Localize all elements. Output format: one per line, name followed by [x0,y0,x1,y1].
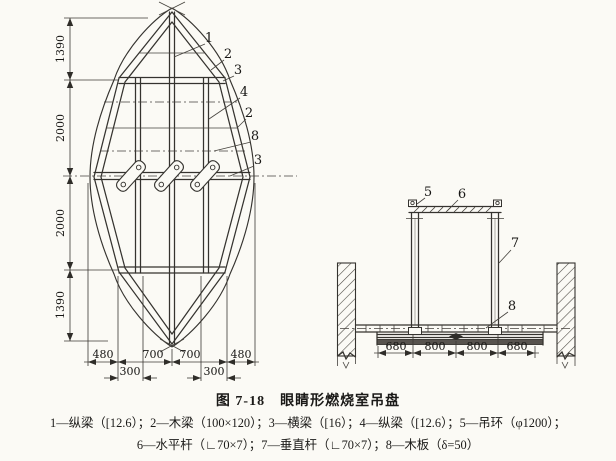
dim-label: 700 [143,348,164,361]
callout-label: 4 [240,85,248,100]
front-view-callouts: 1 2 3 4 2 8 3 [173,31,262,177]
callout-label: 2 [245,106,253,121]
eye-edge-members [93,11,251,345]
callout-label: 3 [234,63,242,78]
wall-left [336,262,357,369]
figure-legend-line1: 1—纵梁（[12.6）；2—木梁（100×120）；3—横梁（[16）；4—纵梁… [50,416,566,430]
section-view: 680 800 800 680 5 6 7 8 [336,185,576,369]
dim-label: 1390 [54,291,67,319]
callout-label: 5 [424,185,432,200]
bottom-cross-mark [159,338,185,353]
dim-label: 700 [180,348,201,361]
callout-label: 1 [205,31,213,46]
dim-label: 1390 [54,35,67,63]
bottom-dimension-rows: 480 700 700 480 300 300 [84,183,259,381]
plank-lines [63,52,297,177]
dim-label: 480 [93,348,114,361]
dim-label: 680 [386,340,407,353]
horizontal-top-bar [406,205,504,219]
callout-label: 8 [508,299,516,314]
dim-label: 2000 [54,209,67,237]
lifting-rings [408,199,502,207]
apex-cross-mark [158,1,186,16]
wall-right [556,262,576,369]
dim-label: 480 [231,348,252,361]
dim-label: 300 [120,365,141,378]
callout-label: 7 [511,236,519,251]
splice-plates [116,160,220,192]
vertical-dimension-chain: 1390 2000 2000 1390 [54,17,148,342]
dim-label: 800 [425,340,446,353]
section-dimension-row: 680 800 800 680 [374,335,539,358]
eye-frame-elevation: 1390 2000 2000 1390 480 700 700 480 [54,1,297,381]
dim-label: 300 [204,365,225,378]
section-view-callouts: 5 6 7 8 [416,185,519,329]
figure-title: 图 7-18 眼睛形燃烧室吊盘 [215,394,401,409]
dim-label: 680 [507,340,528,353]
center-mark [449,333,463,340]
callout-label: 8 [251,129,259,144]
drawing-canvas: 1390 2000 2000 1390 480 700 700 480 [54,1,576,381]
callout-label: 2 [224,47,232,62]
hanger-rods [408,212,502,335]
callout-label: 3 [254,153,262,168]
dim-label: 2000 [54,114,67,142]
figure-legend-line2: 6—水平杆（∟70×7）；7—垂直杆（∟70×7）；8—木板（δ=50） [136,438,480,452]
callout-label: 6 [458,187,466,202]
plank-deck [340,324,572,333]
dim-label: 800 [467,340,488,353]
eye-outer-shell [89,7,255,348]
